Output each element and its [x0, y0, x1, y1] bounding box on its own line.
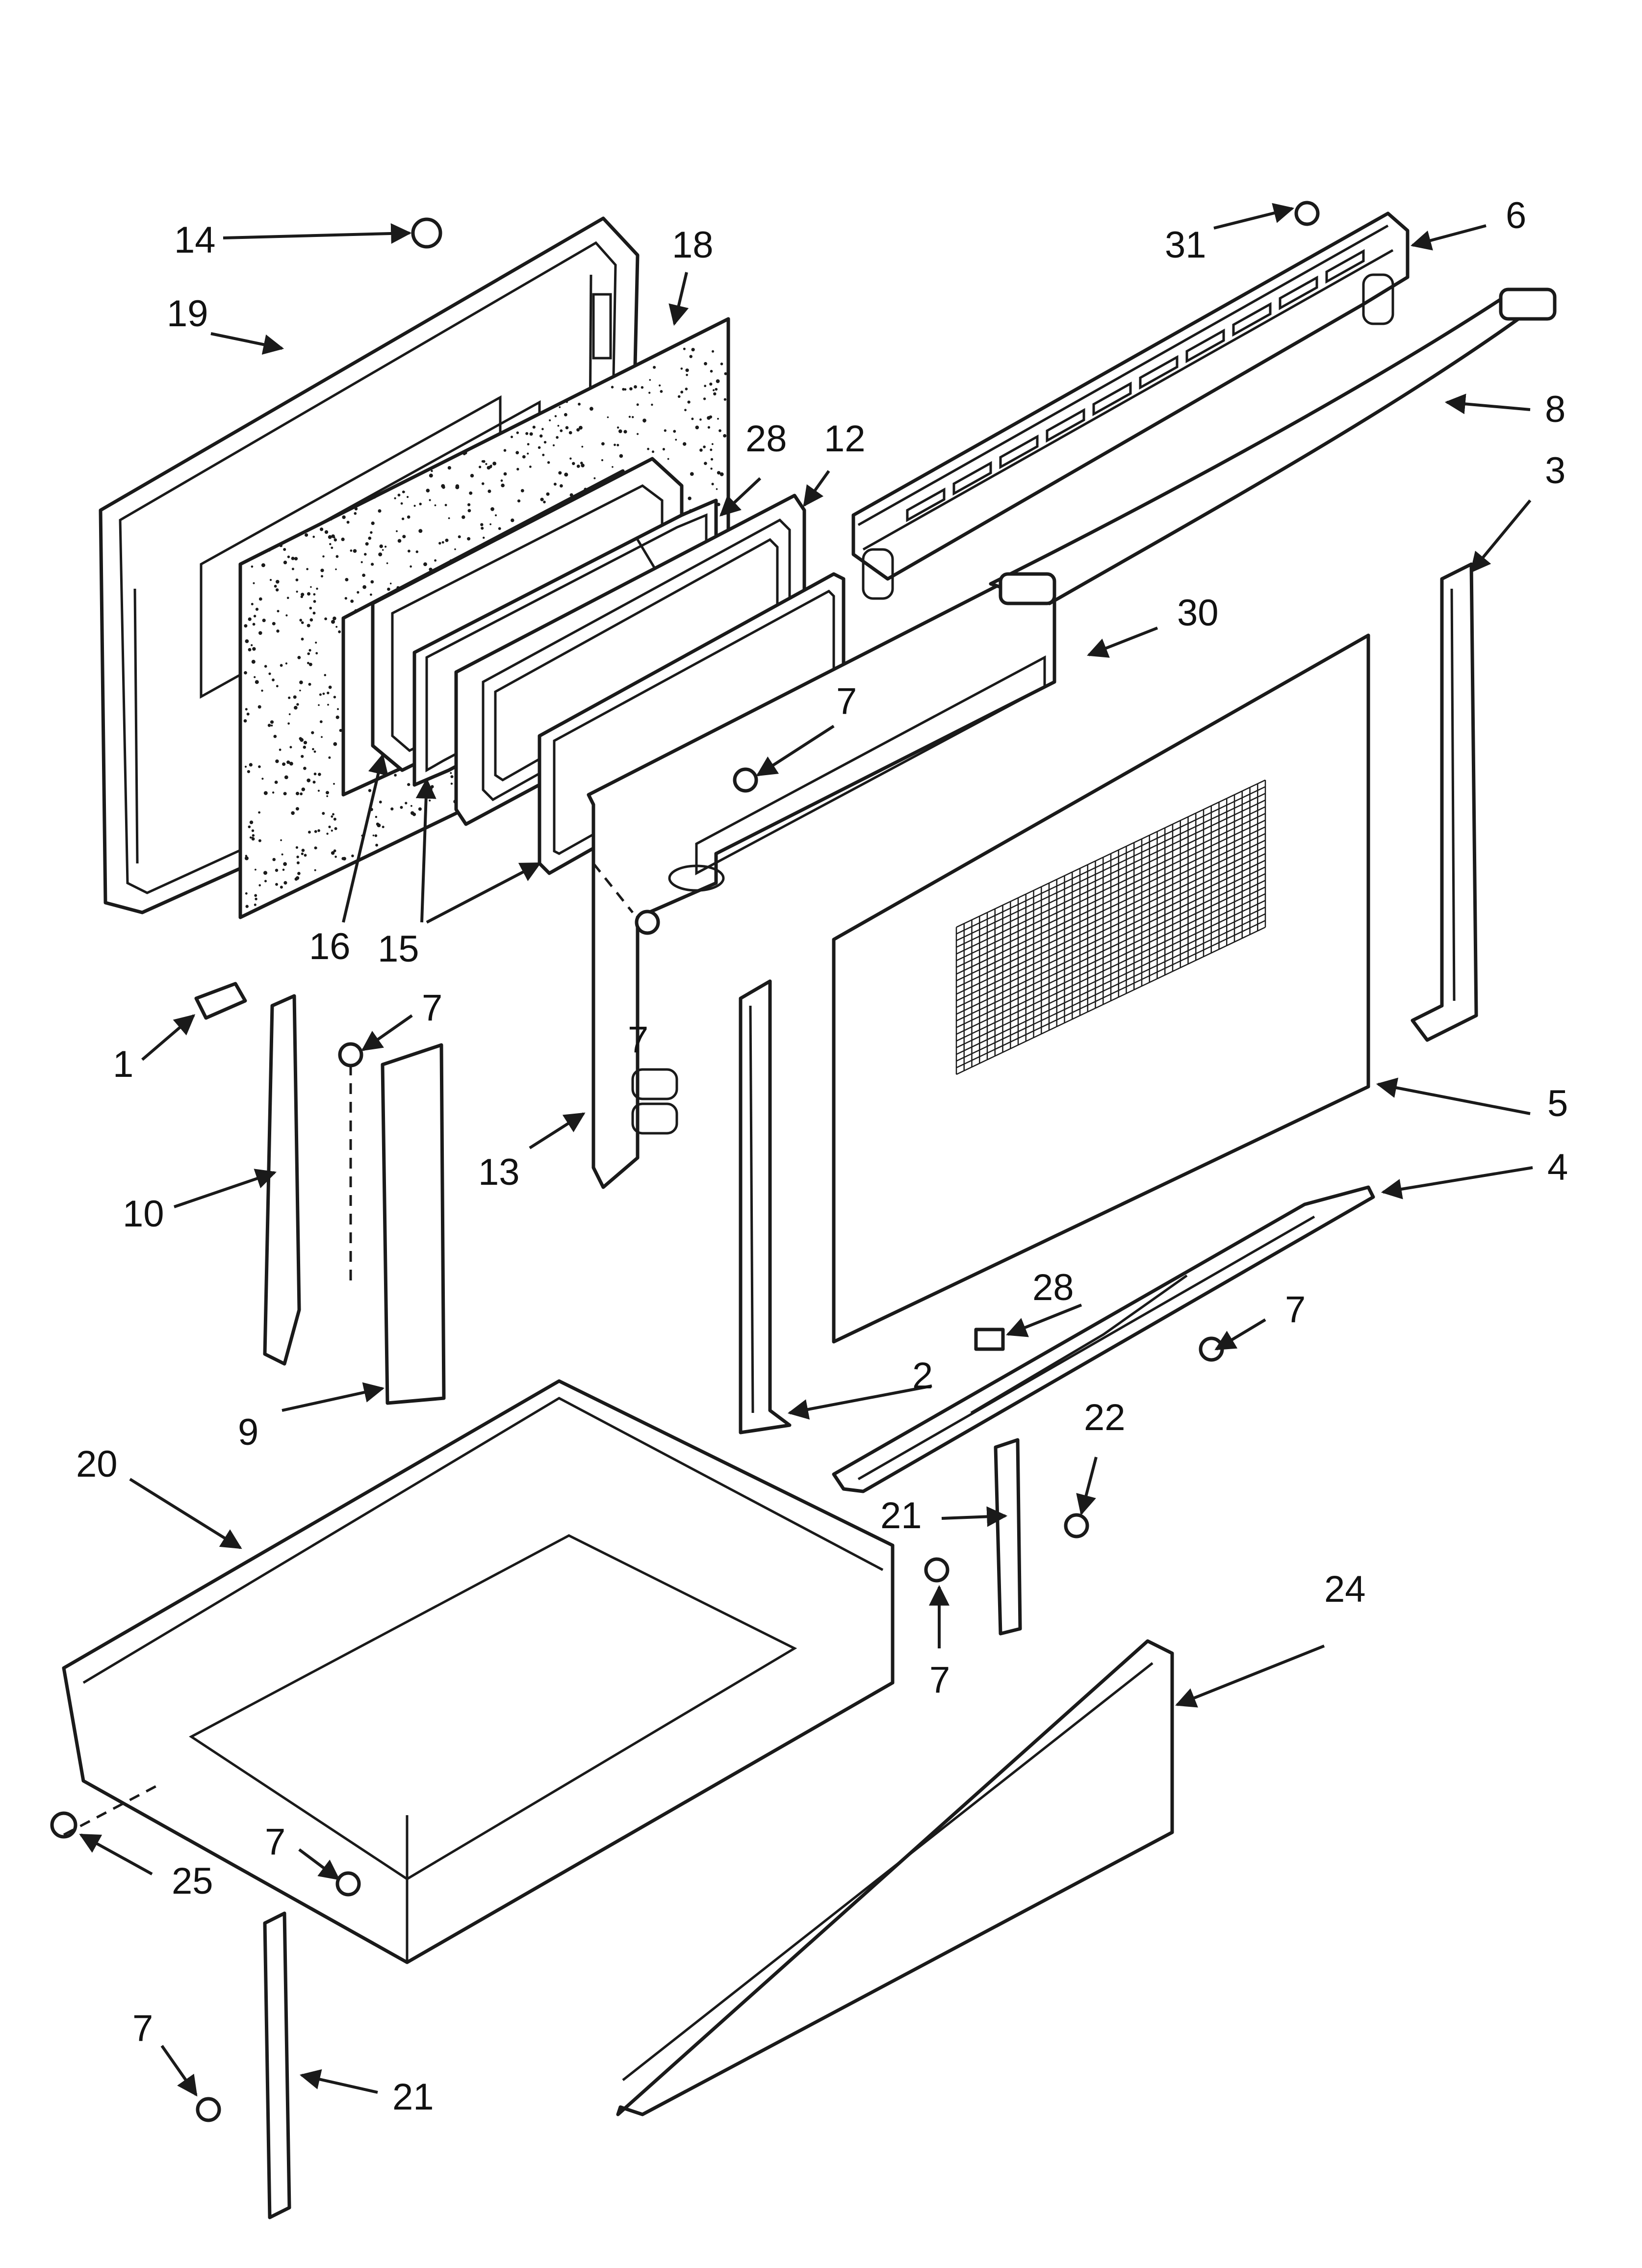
callout-30: 30	[1177, 592, 1219, 634]
hinge-clip	[194, 982, 247, 1020]
callout-7: 7	[929, 1659, 950, 1701]
callout-19: 19	[167, 293, 208, 335]
drawer-slide-bracket-left	[263, 994, 301, 1366]
callout-28: 28	[745, 418, 787, 460]
callout-18: 18	[672, 224, 714, 266]
callout-7: 7	[836, 680, 857, 722]
leader-arrows	[79, 203, 1533, 2097]
callout-2: 2	[912, 1355, 933, 1397]
door-handle	[989, 287, 1557, 605]
bottom-vent-trim	[832, 1185, 1375, 1493]
callout-16: 16	[309, 926, 351, 967]
callout-5: 5	[1547, 1083, 1568, 1124]
callout-14: 14	[174, 219, 216, 261]
fastener-screws	[50, 201, 1320, 2122]
callout-6: 6	[1506, 195, 1526, 236]
callout-7: 7	[1285, 1289, 1306, 1330]
callout-12: 12	[824, 418, 866, 460]
side-trim-left	[739, 979, 792, 1434]
callout-22: 22	[1084, 1397, 1126, 1438]
callout-13: 13	[478, 1151, 520, 1193]
vent-slots	[906, 249, 1365, 522]
drawer-rail-bottom-right	[994, 1438, 1022, 1636]
callout-21: 21	[880, 1495, 922, 1537]
callout-1: 1	[113, 1043, 133, 1085]
side-trim-right	[1411, 562, 1478, 1042]
callout-7: 7	[422, 987, 442, 1029]
callout-7: 7	[265, 1821, 285, 1863]
callout-20: 20	[76, 1443, 118, 1485]
callout-28: 28	[1032, 1267, 1074, 1308]
callout-9: 9	[238, 1411, 258, 1453]
callout-31: 31	[1165, 224, 1206, 266]
callout-8: 8	[1545, 389, 1565, 430]
callout-7: 7	[132, 2007, 153, 2049]
callout-15: 15	[378, 928, 419, 970]
assembly-guides	[63, 862, 634, 1836]
callout-3: 3	[1545, 450, 1565, 492]
callout-labels: 14 19 18 28 12 16 15 7 7 7 13 1 10 9 20 …	[76, 195, 1568, 2118]
callout-24: 24	[1324, 1568, 1366, 1610]
callout-10: 10	[123, 1193, 164, 1235]
drawer-rail-bottom-left	[263, 1911, 291, 2219]
callout-4: 4	[1547, 1147, 1568, 1188]
callout-7: 7	[628, 1019, 648, 1061]
door-mesh-pattern	[955, 779, 1266, 1075]
drawer-front-panel	[616, 1639, 1174, 2116]
callout-25: 25	[172, 1860, 213, 1902]
callout-21: 21	[392, 2076, 434, 2118]
storage-drawer-body	[62, 1379, 895, 1964]
drawer-slide-bracket-front	[381, 1043, 446, 1405]
